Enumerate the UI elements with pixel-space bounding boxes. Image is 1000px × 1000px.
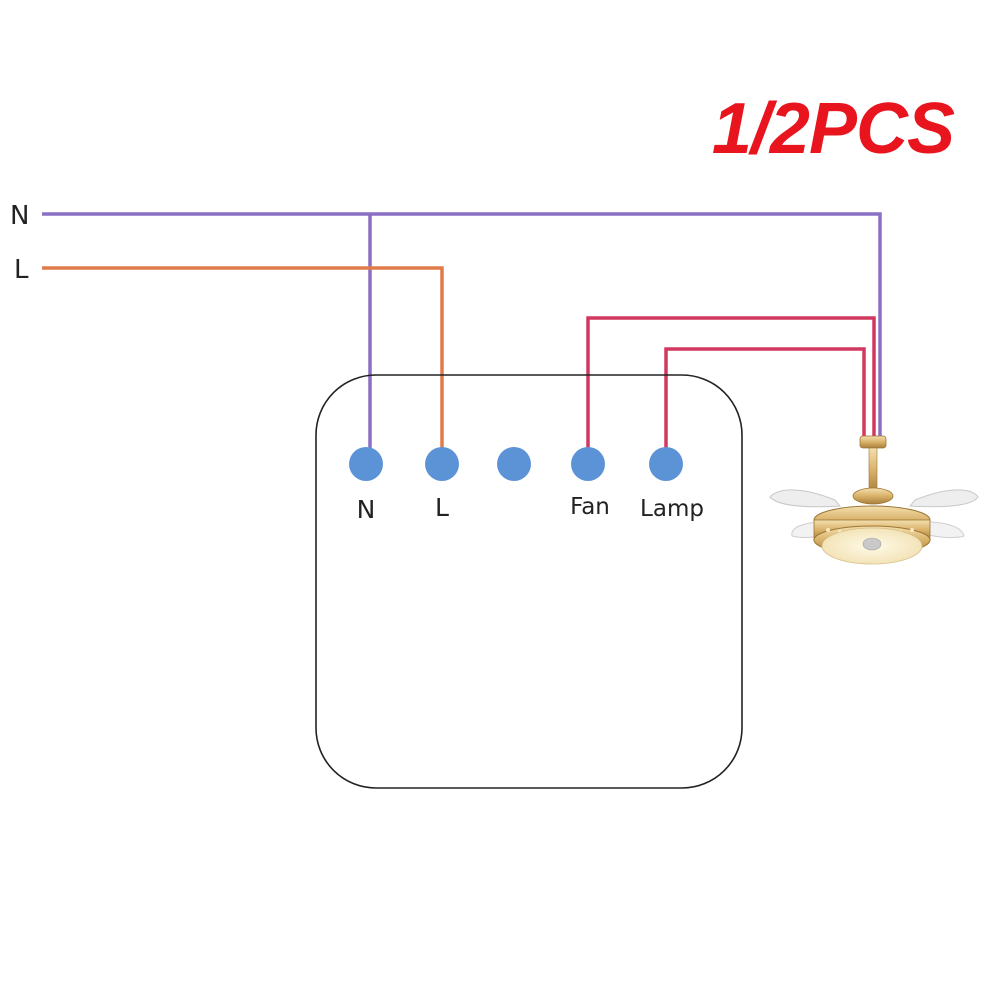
neutral-wire <box>42 212 882 440</box>
terminal-blank <box>497 447 531 481</box>
terminal-label-lamp: Lamp <box>640 496 704 522</box>
terminal-fan <box>571 447 605 481</box>
supply-line-label: L <box>14 255 29 285</box>
supply-neutral-label: N <box>10 201 29 231</box>
terminal-l <box>425 447 459 481</box>
fan-output-wire <box>586 316 876 458</box>
quantity-badge: 1/2PCS <box>711 89 955 169</box>
ceiling-fan-lamp-icon <box>769 435 979 565</box>
switch-module <box>315 374 743 789</box>
terminal-label-n: N <box>357 495 376 524</box>
lamp-output-wire <box>664 347 866 458</box>
terminal-label-l: L <box>435 493 449 522</box>
terminal-lamp <box>649 447 683 481</box>
line-wire <box>42 266 444 458</box>
terminal-label-fan: Fan <box>570 494 610 520</box>
terminal-n <box>349 447 383 481</box>
